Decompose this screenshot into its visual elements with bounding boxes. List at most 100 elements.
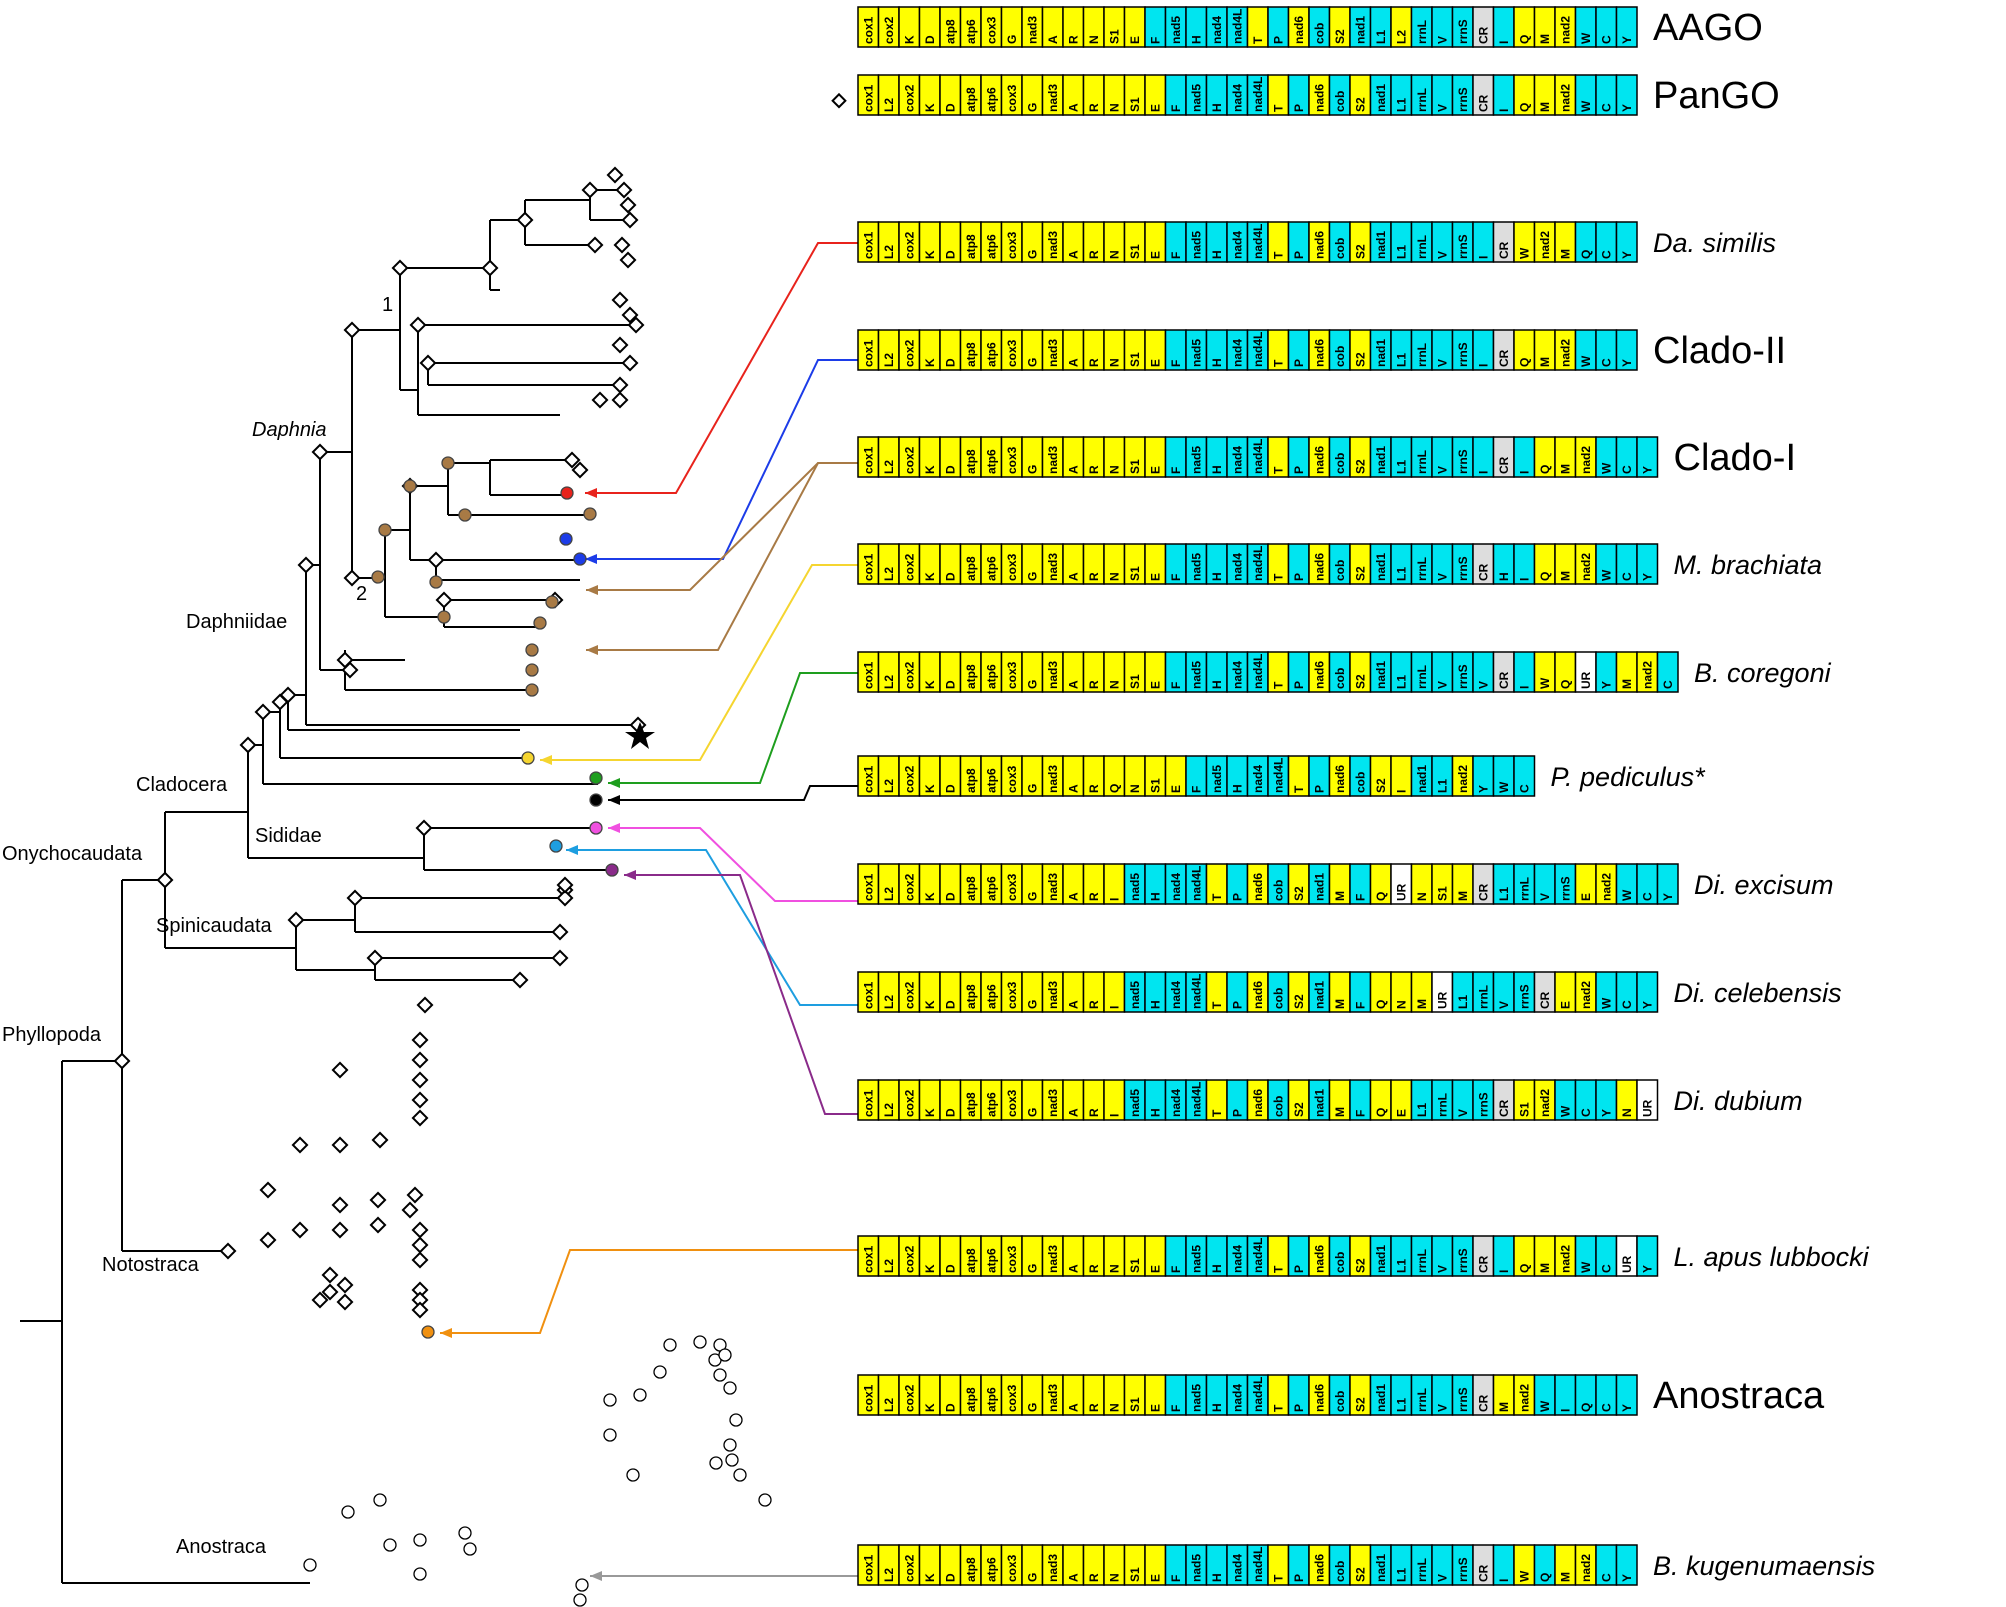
- gene-label: E: [1558, 1001, 1572, 1009]
- gene-label: cox2: [902, 1245, 916, 1273]
- gene-label: rrnL: [1476, 985, 1490, 1009]
- circle-node-marker: [709, 1456, 723, 1470]
- gene-label: nad2: [1558, 84, 1572, 112]
- gene-label: L1: [1497, 887, 1511, 901]
- gene-label: cox1: [861, 1245, 875, 1273]
- circle-node-marker: [549, 839, 563, 853]
- gene-label: D: [943, 892, 957, 901]
- gene-label: M: [1333, 1107, 1347, 1117]
- gene-label: CR: [1476, 883, 1490, 901]
- gene-label: K: [923, 103, 937, 112]
- gene-label: cob: [1271, 988, 1285, 1009]
- gene-label: nad1: [1312, 981, 1326, 1009]
- gene-label: N: [1087, 35, 1101, 44]
- gene-label: nad1: [1374, 553, 1388, 581]
- gene-label: D: [943, 465, 957, 474]
- gene-label: N: [1415, 892, 1429, 901]
- gene-label: S1: [1517, 1102, 1531, 1117]
- gene-label: cox3: [1005, 981, 1019, 1009]
- connector-arrowhead: [624, 870, 636, 880]
- gene-label: nad4: [1230, 1384, 1244, 1412]
- gene-label: L1: [1394, 567, 1408, 581]
- circle-node-marker: [533, 616, 547, 630]
- gene-cell: [1656, 863, 1679, 905]
- diamond-node-marker: [259, 1231, 277, 1249]
- gene-label: D: [943, 1108, 957, 1117]
- gene-label: Q: [1517, 35, 1531, 44]
- gene-label: K: [923, 784, 937, 793]
- gene-label: S1: [1107, 29, 1121, 44]
- gene-label: nad4L: [1251, 332, 1265, 367]
- gene-label: Y: [1620, 359, 1634, 367]
- gene-label: atp6: [984, 768, 998, 793]
- gene-label: W: [1497, 781, 1511, 793]
- gene-label: H: [1210, 1403, 1224, 1412]
- gene-cell: [1636, 1079, 1659, 1121]
- gene-label: nad5: [1189, 553, 1203, 581]
- gene-label: W: [1517, 1570, 1531, 1582]
- gene-label: atp6: [984, 1092, 998, 1117]
- gene-label: P: [1292, 681, 1306, 689]
- gene-label: I: [1517, 686, 1531, 689]
- gene-label: UR: [1640, 1099, 1654, 1117]
- gene-label: C: [1599, 103, 1613, 112]
- taxon-label: Di. celebensis: [1674, 978, 1842, 1008]
- gene-label: K: [923, 465, 937, 474]
- gene-label: nad4: [1169, 981, 1183, 1009]
- circle-node-marker: [663, 1338, 677, 1352]
- gene-label: I: [1558, 1409, 1572, 1412]
- gene-label: CR: [1476, 94, 1490, 112]
- gene-label: T: [1271, 681, 1285, 689]
- gene-label: V: [1435, 1404, 1449, 1412]
- circle-node-marker: [758, 1493, 772, 1507]
- gene-label: G: [1025, 680, 1039, 689]
- gene-label: M: [1558, 571, 1572, 581]
- gene-label: rrnS: [1456, 664, 1470, 689]
- gene-cell: [1615, 74, 1638, 116]
- gene-label: T: [1271, 104, 1285, 112]
- diamond-node-marker: [551, 923, 569, 941]
- gene-label: CR: [1476, 1564, 1490, 1582]
- gene-label: nad2: [1579, 1554, 1593, 1582]
- gene-label: Q: [1517, 358, 1531, 367]
- gene-label: cox3: [1005, 446, 1019, 474]
- gene-label: I: [1394, 790, 1408, 793]
- gene-label: I: [1107, 1114, 1121, 1117]
- gene-label: Y: [1620, 1404, 1634, 1412]
- diamond-node-marker: [481, 259, 499, 277]
- gene-label: P: [1292, 1265, 1306, 1273]
- gene-label: nad6: [1312, 553, 1326, 581]
- gene-label: K: [923, 680, 937, 689]
- gene-label: nad1: [1415, 765, 1429, 793]
- connector-arrowhead: [586, 585, 598, 595]
- gene-label: I: [1517, 471, 1531, 474]
- circle-node-marker: [603, 1393, 617, 1407]
- gene-label: C: [1579, 1108, 1593, 1117]
- gene-label: I: [1476, 471, 1490, 474]
- diamond-node-marker: [611, 391, 629, 409]
- gene-label: atp8: [964, 1557, 978, 1582]
- gene-label: P: [1230, 1001, 1244, 1009]
- diamond-node-marker: [511, 971, 529, 989]
- gene-label: T: [1271, 1265, 1285, 1273]
- diamond-node-marker: [336, 1293, 354, 1311]
- gene-label: K: [923, 1403, 937, 1412]
- gene-label: C: [1661, 680, 1675, 689]
- gene-label: nad3: [1046, 231, 1060, 259]
- connector-arrowhead: [608, 795, 620, 805]
- gene-label: L1: [1394, 98, 1408, 112]
- gene-label: nad6: [1251, 873, 1265, 901]
- gene-cell: [1513, 755, 1536, 797]
- gene-label: cox3: [1005, 1089, 1019, 1117]
- circle-node-marker: [441, 456, 455, 470]
- gene-label: G: [1025, 250, 1039, 259]
- gene-label: N: [1107, 1573, 1121, 1582]
- gene-label: L1: [1374, 30, 1388, 44]
- label-daphnia: Daphnia: [252, 419, 327, 441]
- gene-label: L2: [1394, 30, 1408, 44]
- gene-label: Y: [1599, 681, 1613, 689]
- gene-label: rrnS: [1558, 876, 1572, 901]
- circle-node-marker: [573, 552, 587, 566]
- gene-label: nad3: [1046, 873, 1060, 901]
